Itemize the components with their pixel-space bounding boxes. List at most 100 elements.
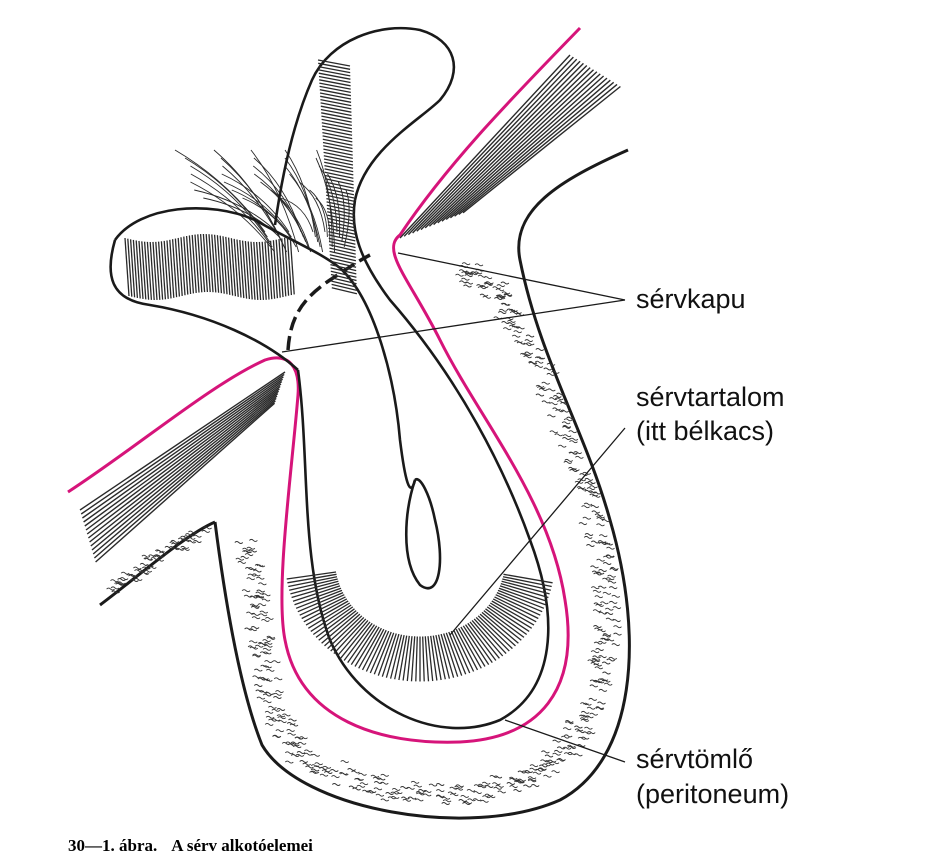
stipple-mark [589,698,597,700]
stipple-mark [464,285,472,287]
stipple-mark [552,771,560,773]
stipple-mark [352,771,360,773]
bowel-fold [423,637,425,682]
bowel-fold [321,113,351,119]
stipple-mark [492,783,500,785]
stipple-mark [349,786,357,788]
muscle-fiber [84,379,283,522]
stipple-mark [583,517,591,519]
stipple-mark [544,368,552,370]
stipple-mark [480,294,488,296]
stipple-mark [107,588,115,590]
stipple-mark [304,750,312,752]
stipple-mark [614,633,622,635]
stipple-mark [238,561,246,563]
stipple-mark [181,546,189,548]
leader-hernia-content [450,428,625,635]
stipple-mark [297,752,305,754]
stipple-mark [608,581,616,583]
stipple-mark [523,785,531,787]
bowel-fold [329,248,355,254]
stipple-mark [359,773,367,775]
stipple-mark [581,711,589,713]
bowel-fold [416,637,418,682]
stipple-mark [121,572,129,574]
stipple-mark [235,542,243,544]
stipple-mark [594,642,602,644]
stipple-mark [494,787,502,789]
muscle-fiber [404,57,573,236]
stipple-mark [259,614,267,616]
bowel-fold [323,149,352,155]
bowel-fold [321,103,352,109]
stipple-mark [247,547,255,549]
bowel-fold [318,63,350,69]
stipple-mark [287,729,295,731]
stipple-mark [533,772,541,774]
stipple-mark [248,646,256,648]
stipple-mark [512,335,520,337]
figure-caption: 30—1. ábra.A sérv alkotóelemei [68,836,313,856]
stipple-mark [298,742,306,744]
stipple-mark [442,803,450,805]
stipple-mark [554,750,562,752]
stipple-mark [277,709,285,711]
muscle-fiber [429,70,593,227]
stipple-mark [562,438,570,440]
stipple-mark [564,419,572,421]
stipple-mark [606,618,614,620]
stipple-mark [608,575,616,577]
stipple-mark [597,524,605,526]
stipple-mark [133,567,141,569]
stipple-mark [474,792,482,794]
bowel-fold [320,86,351,92]
bowel-fold [324,156,353,162]
bowel-fold [319,80,350,86]
stipple-mark [613,620,621,622]
stipple-mark [461,278,469,280]
stipple-mark [526,335,534,337]
stipple-mark [341,761,349,763]
stipple-mark [288,733,296,735]
stipple-mark [585,534,593,536]
stipple-mark [254,669,262,671]
stipple-mark [569,431,577,433]
stipple-mark [255,645,263,647]
stipple-mark [285,752,293,754]
stipple-mark [300,737,308,739]
muscle-fiber [408,59,576,234]
stipple-mark [304,753,312,755]
bowel-fold [325,169,354,175]
stipple-mark [550,403,558,405]
bowel-fold [325,176,354,182]
stipple-mark [514,790,522,792]
bowel-fold [332,284,357,290]
leader-hernia-gate-lower [282,300,625,352]
stipple-mark [587,732,595,734]
bowel-fold [324,162,353,168]
stipple-mark [300,761,308,763]
stipple-mark [311,769,319,771]
stipple-mark [323,766,331,768]
muscle-fiber [455,82,614,216]
stipple-mark [360,783,368,785]
stipple-mark [265,723,273,725]
stipple-mark [598,702,606,704]
stipple-mark [249,539,257,541]
stipple-mark [429,784,437,786]
label-hernia-content-line2: (itt bélkacs) [636,415,774,447]
stipple-mark [348,769,356,771]
bowel-fold [320,90,351,96]
stipple-mark [535,365,543,367]
stipple-mark [247,578,255,580]
label-hernia-sac-line1: sérvtömlő [636,743,753,775]
stipple-mark [289,719,297,721]
stipple-mark [264,645,272,647]
stipple-mark [257,697,265,699]
stipple-mark [563,728,571,730]
muscle-fiber [400,55,570,238]
stipple-mark [553,753,561,755]
bowel-fold [324,159,353,165]
stipple-mark [243,548,251,550]
stipple-mark [575,456,583,458]
